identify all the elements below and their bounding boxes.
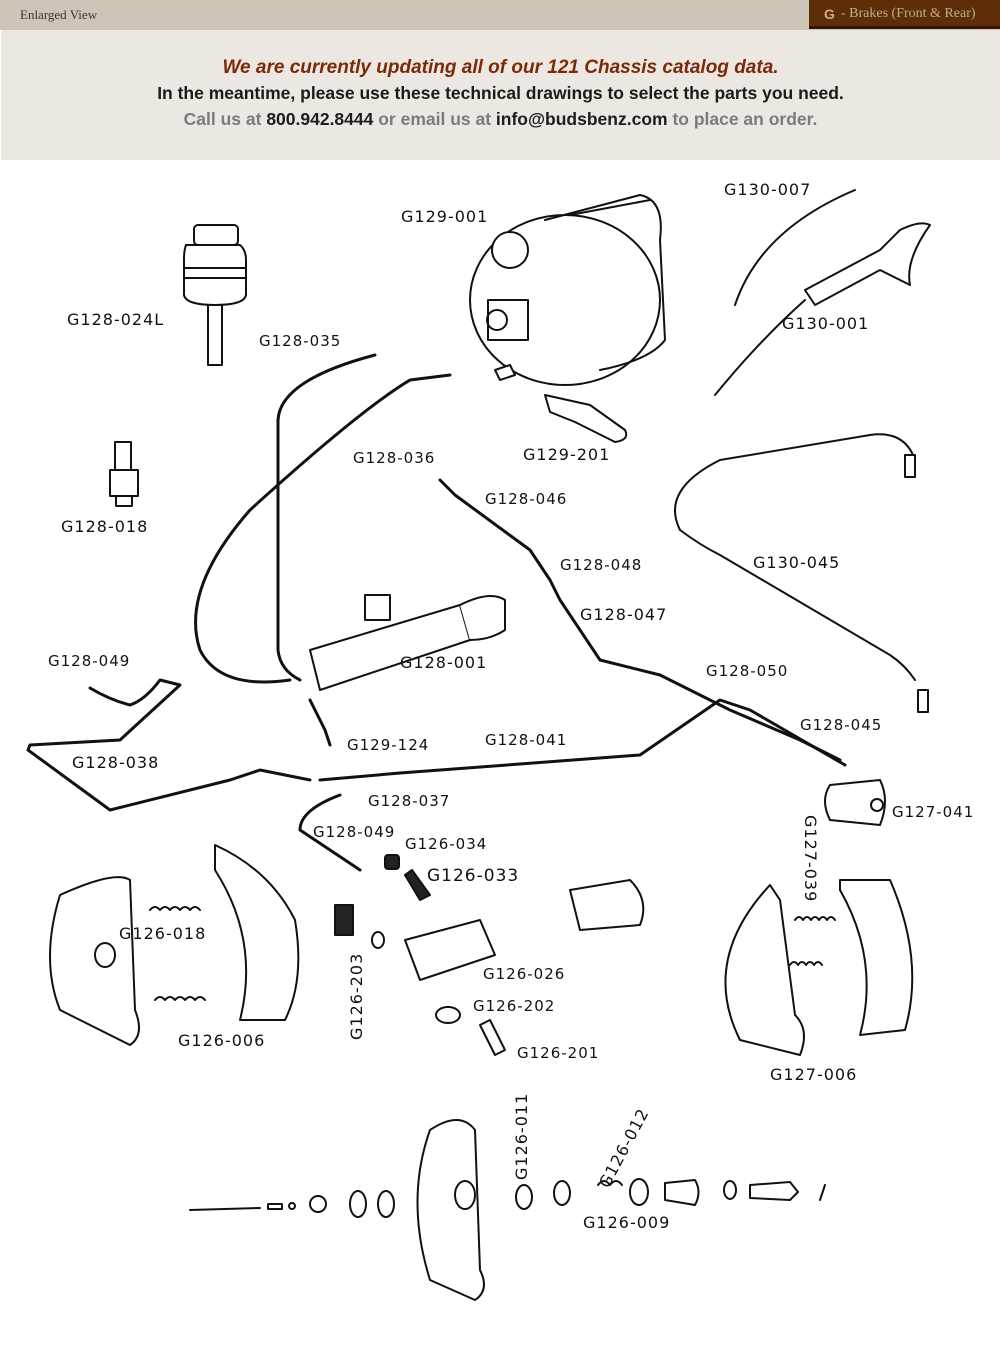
notice-banner: We are currently updating all of our 121… xyxy=(1,30,1000,160)
part-label[interactable]: G128-047 xyxy=(580,605,668,624)
part-label[interactable]: G128-036 xyxy=(353,449,436,467)
part-label[interactable]: G129-124 xyxy=(347,736,430,754)
part-label[interactable]: G126-009 xyxy=(583,1213,671,1232)
part-label[interactable]: G126-202 xyxy=(473,997,556,1015)
part-label[interactable]: G126-033 xyxy=(427,866,520,886)
part-label[interactable]: G127-006 xyxy=(770,1065,858,1084)
part-label[interactable]: G130-007 xyxy=(724,180,812,199)
part-label[interactable]: G128-001 xyxy=(400,653,488,672)
part-label[interactable]: G129-201 xyxy=(523,445,611,464)
part-label[interactable]: G126-018 xyxy=(119,924,207,943)
part-label[interactable]: G128-049 xyxy=(313,823,396,841)
part-label[interactable]: G128-041 xyxy=(485,731,568,749)
contact-prefix: Call us at xyxy=(183,109,267,129)
window-title: Enlarged View xyxy=(20,7,98,22)
part-label[interactable]: G126-034 xyxy=(405,835,488,853)
part-label[interactable]: G128-018 xyxy=(61,517,149,536)
part-label[interactable]: G127-039 xyxy=(801,815,820,903)
brake-lines-drawing xyxy=(26,353,847,872)
email-link[interactable]: info@budsbenz.com xyxy=(495,109,668,129)
yoke-drawing xyxy=(544,394,628,443)
notice-instruction: In the meantime, please use these techni… xyxy=(157,83,844,103)
master-cylinder-drawing xyxy=(309,594,506,691)
diagram-drawing xyxy=(26,189,931,1301)
part-label[interactable]: G128-024L xyxy=(67,310,165,329)
part-label[interactable]: G130-001 xyxy=(782,314,870,333)
section-tab: G - Brakes (Front & Rear) xyxy=(809,0,1000,29)
part-label[interactable]: G126-203 xyxy=(347,952,366,1040)
part-label[interactable]: G128-035 xyxy=(259,332,342,350)
notice-contact: Call us at 800.942.8444 or email us at i… xyxy=(1,109,1000,130)
wheel-cylinder-rear-drawing xyxy=(824,779,886,826)
reservoir-drawing xyxy=(183,224,247,366)
part-label[interactable]: G126-026 xyxy=(483,965,566,983)
part-label[interactable]: G126-011 xyxy=(512,1092,531,1180)
notice-headline: We are currently updating all of our 121… xyxy=(222,57,779,78)
phone-number[interactable]: 800.942.8444 xyxy=(266,109,374,129)
part-label[interactable]: G130-045 xyxy=(753,553,841,572)
section-separator: - xyxy=(841,6,850,21)
contact-middle: or email us at xyxy=(373,109,496,129)
handbrake-drawing xyxy=(714,189,931,396)
part-label[interactable]: G126-201 xyxy=(517,1044,600,1062)
part-label[interactable]: G128-045 xyxy=(800,716,883,734)
part-label[interactable]: G128-049 xyxy=(48,652,131,670)
part-label[interactable]: G128-037 xyxy=(368,792,451,810)
switch-drawing xyxy=(109,441,139,507)
section-letter: G xyxy=(824,6,835,22)
part-label[interactable]: G126-006 xyxy=(178,1031,266,1050)
section-title: Brakes (Front & Rear) xyxy=(849,6,976,21)
parts-diagram: G129-001 G130-007 G128-024L G128-035 G13… xyxy=(0,160,1000,1345)
booster-drawing xyxy=(469,194,666,386)
cable-drawing xyxy=(674,433,929,713)
exploded-shoe-assembly-drawing xyxy=(189,1119,826,1301)
section-name: - Brakes (Front & Rear) xyxy=(841,6,976,22)
part-label[interactable]: G128-046 xyxy=(485,490,568,508)
part-label[interactable]: G127-041 xyxy=(892,803,975,821)
part-label[interactable]: G128-048 xyxy=(560,556,643,574)
part-label[interactable]: G128-038 xyxy=(72,753,160,772)
rear-brake-shoes-drawing xyxy=(724,879,914,1056)
part-label[interactable]: G128-050 xyxy=(706,662,789,680)
front-brake-shoes-drawing xyxy=(49,844,300,1046)
part-label[interactable]: G129-001 xyxy=(401,207,489,226)
contact-suffix: to place an order. xyxy=(667,109,818,129)
hardware-drawing xyxy=(334,854,645,1056)
